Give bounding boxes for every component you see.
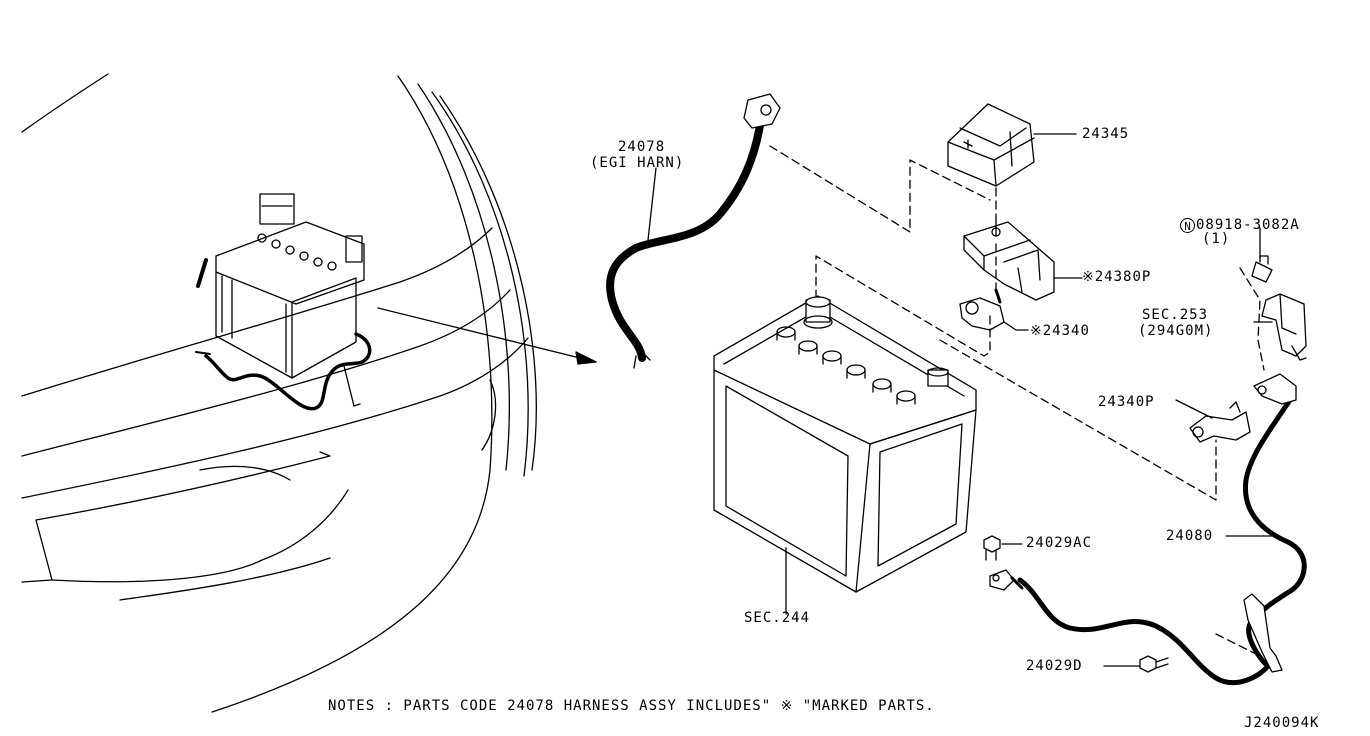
bolt-24029AC [983, 535, 1023, 561]
diagram-code: J240094K [1244, 715, 1320, 731]
positive-terminal-24340 [959, 288, 1029, 331]
egi-harness-24078 [606, 93, 781, 369]
battery-location-thumbnail [195, 193, 372, 411]
terminal-neg-part-label: 24340P [1098, 394, 1155, 410]
negative-terminal-24340P [1175, 399, 1251, 443]
vehicle-front-outline [21, 73, 537, 713]
neg-cable-part-label: 24080 [1166, 528, 1214, 544]
battery-sec244 [713, 295, 977, 615]
negative-cable-24080 [989, 373, 1307, 686]
bolt-ac-part-label: 24029AC [1026, 535, 1093, 551]
cover-part-label: 24345 [1082, 126, 1130, 142]
bolt-d-part-label: 24029D [1026, 658, 1083, 674]
sec253-label: SEC.253 [1142, 307, 1209, 323]
n-marker-icon: N [1180, 218, 1195, 233]
sensor-bracket-sec253 [1251, 227, 1307, 361]
egi-harness-desc-label: (EGI HARN) [590, 155, 685, 171]
egi-harness-part-label: 24078 [618, 139, 666, 155]
terminal-cover-24345 [947, 103, 1077, 187]
sec253-desc-label: (294G0M) [1138, 323, 1214, 339]
fusible-link-part-label: ※24380P [1082, 269, 1152, 285]
fusible-link-24380P [963, 221, 1083, 301]
notes-text: NOTES : PARTS CODE 24078 HARNESS ASSY IN… [328, 698, 935, 714]
terminal-part-label: ※24340 [1030, 323, 1090, 339]
battery-sec-label: SEC.244 [744, 610, 811, 626]
detail-pointer-arrow [377, 307, 597, 365]
nut-part-number: 08918-3082A [1196, 217, 1300, 233]
nut-qty-label: (1) [1202, 231, 1231, 247]
bolt-24029D [1103, 655, 1169, 673]
assembly-guide-lines [769, 145, 1265, 657]
